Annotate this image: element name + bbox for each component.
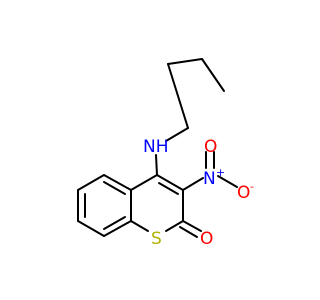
bond-c2-s bbox=[165, 220, 184, 232]
bond-n-o-neg bbox=[217, 175, 238, 188]
bond-c4a-c5-double bbox=[103, 181, 126, 195]
bond-c4-c4a bbox=[130, 174, 158, 191]
nitro-n-label: N bbox=[203, 169, 216, 189]
nitro-o-top-label: O bbox=[204, 137, 217, 157]
bond-nh-c4ring bbox=[155, 154, 158, 176]
bond-c1-c2 bbox=[201, 58, 225, 92]
benzene-ring bbox=[77, 174, 132, 237]
nitro-n-charge: + bbox=[216, 166, 225, 179]
carbonyl-o-label: O bbox=[200, 229, 213, 249]
bond-c4a-c5 bbox=[103, 174, 132, 191]
bond-s-c8a bbox=[130, 220, 149, 232]
bond-c5-c6 bbox=[77, 174, 105, 191]
amine-nh-label: NH bbox=[143, 137, 169, 157]
bond-c3-n bbox=[182, 177, 204, 191]
molecule-diagram: NH N + O O - S O bbox=[77, 58, 254, 249]
bond-c2-o bbox=[182, 220, 202, 232]
bond-c4-c3 bbox=[156, 174, 184, 191]
nitro-o-neg-charge: - bbox=[250, 180, 254, 193]
bond-c2-o-double bbox=[179, 226, 198, 238]
bond-c4-c3-double bbox=[158, 182, 179, 195]
bond-c8-c8a-double bbox=[103, 216, 126, 230]
bond-c2-c3 bbox=[167, 58, 203, 65]
bond-c4-nh bbox=[165, 127, 189, 142]
butyl-chain bbox=[165, 58, 225, 142]
bond-c7-c8 bbox=[77, 220, 105, 237]
ring-s-label: S bbox=[151, 229, 162, 249]
bond-c8-c8a bbox=[103, 220, 132, 237]
nitro-bonds bbox=[182, 151, 238, 191]
bond-c3-c4 bbox=[167, 63, 189, 129]
structure-svg: NH N + O O - S O bbox=[77, 58, 254, 249]
nitro-o-neg-label: O bbox=[237, 183, 250, 203]
heteroring bbox=[130, 174, 202, 238]
